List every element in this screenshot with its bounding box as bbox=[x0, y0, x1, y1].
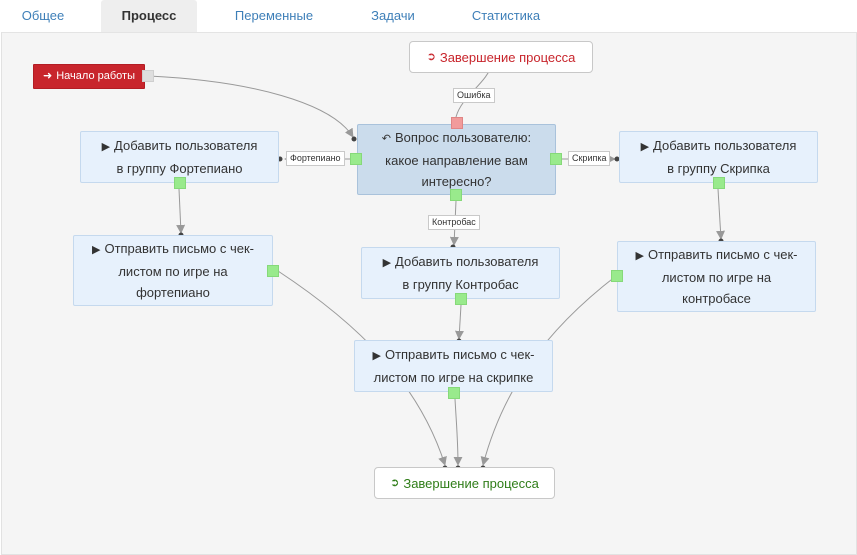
edge-mail-violin-end bbox=[453, 398, 463, 466]
tab-general[interactable]: Общее bbox=[21, 8, 65, 23]
question-node[interactable]: ↶Вопрос пользователю: какое направление … bbox=[357, 124, 556, 195]
mail-violin-port[interactable] bbox=[448, 387, 460, 399]
add-piano-node[interactable]: ▶Добавить пользователя в группу Фортепиа… bbox=[80, 131, 279, 183]
mail-bass-port[interactable] bbox=[611, 270, 623, 282]
edge-violin-mail bbox=[716, 188, 726, 240]
mail-piano-port[interactable] bbox=[267, 265, 279, 277]
edge-label-bass: Контробас bbox=[428, 215, 480, 230]
play-icon: ▶ bbox=[101, 141, 111, 153]
tab-process[interactable]: Процесс bbox=[101, 0, 197, 32]
tab-statistics[interactable]: Статистика bbox=[471, 8, 541, 23]
start-port[interactable] bbox=[142, 70, 154, 82]
add-bass-node[interactable]: ▶Добавить пользователя в группу Контроба… bbox=[361, 247, 560, 299]
question-port-left[interactable] bbox=[350, 153, 362, 165]
end-error-node[interactable]: ➲ Завершение процесса bbox=[409, 41, 593, 73]
edge-label-error: Ошибка bbox=[453, 88, 495, 103]
start-node[interactable]: ➜ Начало работы bbox=[33, 64, 145, 89]
edge-label-piano: Фортепиано bbox=[286, 151, 345, 166]
tab-tasks[interactable]: Задачи bbox=[371, 8, 415, 23]
play-icon: ▶ bbox=[635, 250, 644, 262]
play-icon: ▶ bbox=[382, 257, 392, 269]
sign-out-icon: ➲ bbox=[426, 50, 436, 63]
question-port-right[interactable] bbox=[550, 153, 562, 165]
mail-violin-node[interactable]: ▶Отправить письмо с чек- листом по игре … bbox=[354, 340, 553, 392]
question-error-port[interactable] bbox=[451, 117, 463, 129]
tab-bar: Общее Процесс Переменные Задачи Статисти… bbox=[0, 0, 857, 32]
edge-start-question bbox=[148, 75, 354, 138]
play-icon: ▶ bbox=[372, 350, 381, 362]
sign-in-icon: ➜ bbox=[43, 70, 53, 82]
edge-label-violin: Скрипка bbox=[568, 151, 611, 166]
add-violin-node[interactable]: ▶Добавить пользователя в группу Скрипка bbox=[619, 131, 818, 183]
mail-bass-node[interactable]: ▶Отправить письмо с чек- листом по игре … bbox=[617, 241, 816, 312]
reply-icon: ↶ bbox=[381, 133, 392, 145]
play-icon: ▶ bbox=[640, 141, 650, 153]
tab-variables[interactable]: Переменные bbox=[234, 8, 314, 23]
edge-bass-mail bbox=[454, 304, 464, 340]
process-canvas[interactable]: ➜ Начало работы ➲ Завершение процесса Ош… bbox=[1, 32, 857, 555]
sign-out-icon: ➲ bbox=[390, 476, 400, 489]
mail-piano-node[interactable]: ▶Отправить письмо с чек- листом по игре … bbox=[73, 235, 273, 306]
question-port-bottom[interactable] bbox=[450, 189, 462, 201]
play-icon: ▶ bbox=[91, 244, 101, 256]
add-piano-port[interactable] bbox=[174, 177, 186, 189]
end-ok-node[interactable]: ➲ Завершение процесса bbox=[374, 467, 555, 499]
add-violin-port[interactable] bbox=[713, 177, 725, 189]
edge-piano-mail bbox=[176, 188, 186, 234]
add-bass-port[interactable] bbox=[455, 293, 467, 305]
